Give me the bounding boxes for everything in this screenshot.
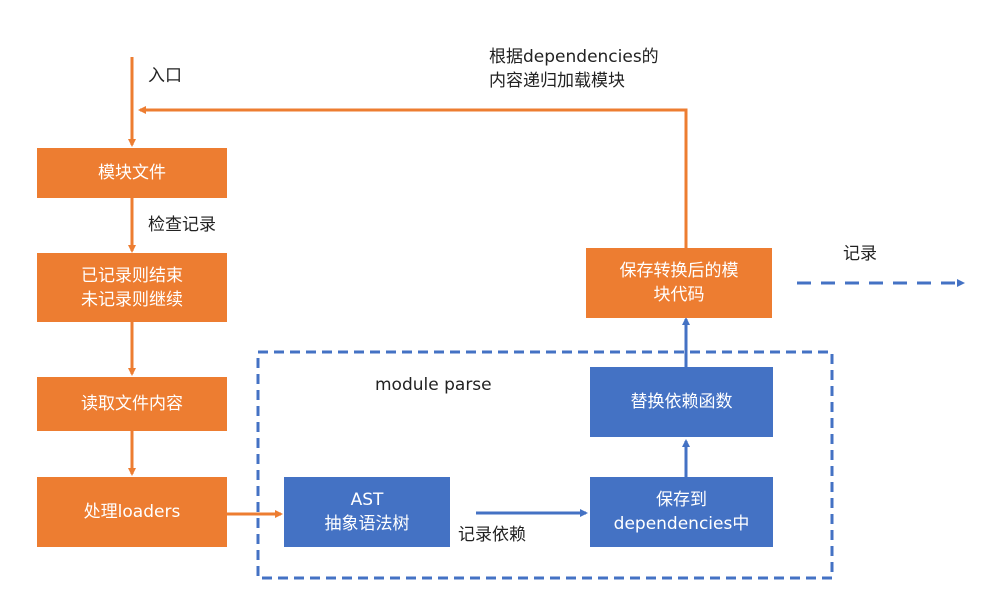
record-deps-label: 记录依赖 bbox=[458, 525, 526, 545]
box-text: 保存到 bbox=[656, 490, 707, 510]
save-deps-box[interactable]: 保存到 dependencies中 bbox=[590, 477, 773, 547]
box-text: 读取文件内容 bbox=[81, 394, 183, 414]
read-file-box[interactable]: 读取文件内容 bbox=[37, 377, 227, 431]
save-code-box[interactable]: 保存转换后的模 块代码 bbox=[586, 248, 772, 318]
recursive-label-line: 根据dependencies的 bbox=[489, 47, 659, 67]
box-text: 替换依赖函数 bbox=[630, 392, 733, 412]
box-text: 块代码 bbox=[653, 285, 705, 305]
recursive-arrow bbox=[138, 106, 688, 250]
box-text: AST bbox=[350, 490, 384, 510]
box-text: dependencies中 bbox=[613, 514, 750, 534]
recursive-label-line: 内容递归加载模块 bbox=[489, 71, 625, 91]
replace-fn-box[interactable]: 替换依赖函数 bbox=[590, 367, 773, 437]
box-text: 保存转换后的模 bbox=[619, 261, 739, 281]
module-file-box[interactable]: 模块文件 bbox=[37, 148, 227, 198]
box-text: 模块文件 bbox=[98, 163, 166, 183]
box-text: 已记录则结束 bbox=[81, 265, 183, 286]
recursive-label: 根据dependencies的 内容递归加载模块 bbox=[489, 45, 659, 93]
record-label: 记录 bbox=[843, 244, 877, 264]
check-record-label: 检查记录 bbox=[148, 215, 216, 235]
box-text: 抽象语法树 bbox=[324, 514, 410, 534]
entry-label: 入口 bbox=[148, 66, 182, 86]
check-result-box[interactable]: 已记录则结束 未记录则继续 bbox=[37, 253, 227, 322]
module-parse-title: module parse bbox=[375, 375, 492, 395]
loaders-box[interactable]: 处理loaders bbox=[37, 477, 227, 547]
box-text: 未记录则继续 bbox=[81, 289, 183, 310]
box-text: 处理loaders bbox=[83, 502, 181, 522]
ast-box[interactable]: AST 抽象语法树 bbox=[284, 477, 450, 547]
